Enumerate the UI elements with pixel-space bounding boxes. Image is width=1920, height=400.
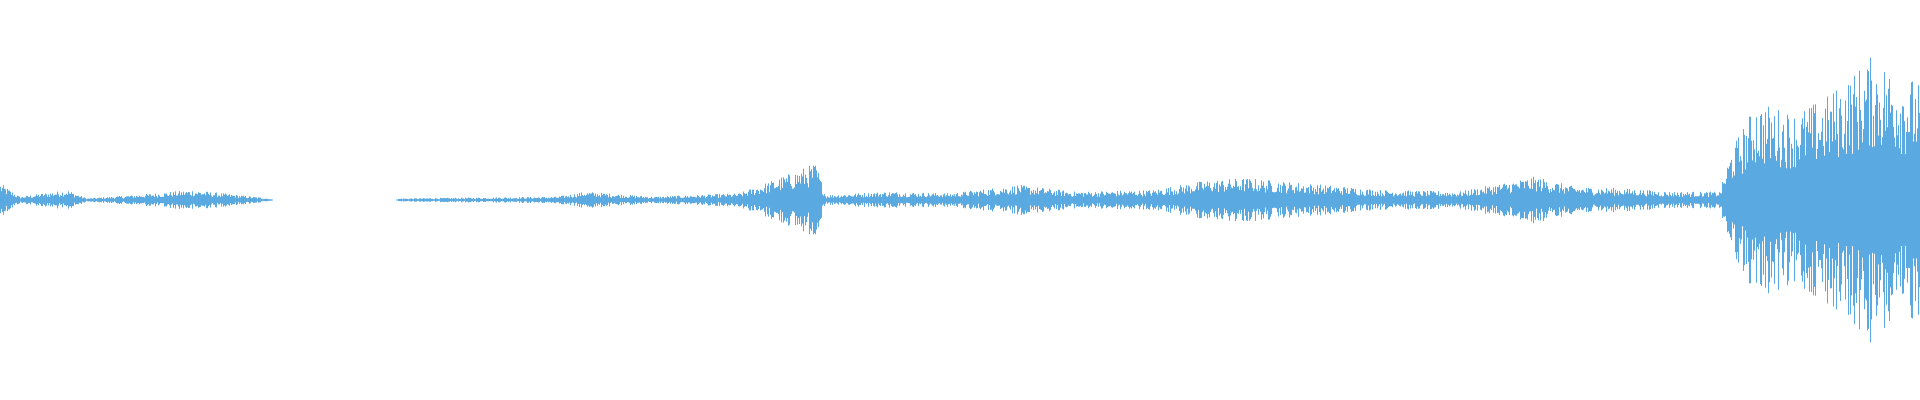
waveform-trace: [0, 57, 1920, 343]
